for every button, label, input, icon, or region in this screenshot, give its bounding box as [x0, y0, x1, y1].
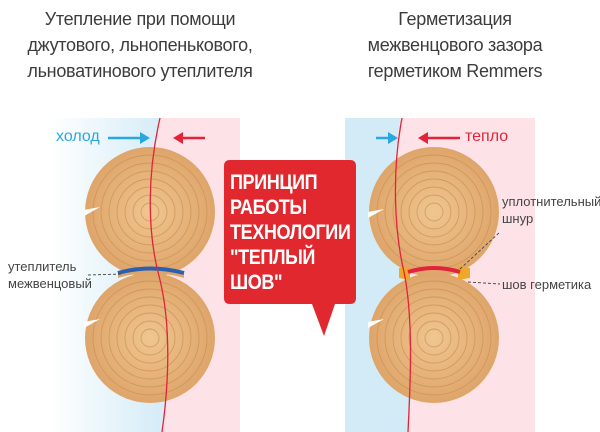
cord-annotation-leader [459, 231, 501, 270]
cord-annotation: уплотнительный шнур [502, 193, 600, 227]
left-log-top [84, 147, 215, 277]
left-title-line-1: Утепление при помощи [44, 9, 236, 29]
sealant-annotation-leader [467, 281, 501, 285]
bubble-line-5: ШОВ" [230, 271, 283, 294]
right-title-line-1: Герметизация [398, 9, 512, 29]
center-bubble [224, 160, 356, 336]
right-logs [368, 147, 499, 403]
sealing-cord [407, 266, 461, 274]
cold-label: холод [56, 128, 100, 145]
left-title-line-2: джутового, льнопенькового, [27, 35, 253, 55]
left-annotation-leader [87, 273, 123, 276]
bubble-line-1: ПРИНЦИП [230, 171, 318, 194]
right-log-bottom [368, 273, 499, 403]
right-warm-arrow [418, 132, 460, 144]
right-title-line-3: герметиком Remmers [367, 61, 543, 81]
left-annotation-line-1: утеплитель [8, 259, 77, 274]
sealant-right [458, 266, 470, 280]
cord-annotation-line-2: шнур [502, 211, 534, 226]
left-insulation [117, 266, 185, 275]
bubble-text: ПРИНЦИП РАБОТЫ ТЕХНОЛОГИИ "ТЕПЛЫЙ ШОВ" [230, 170, 351, 295]
right-log-top [368, 147, 499, 277]
left-title-line-3: льноватинового утеплителя [27, 61, 253, 81]
right-cold-arrow [376, 132, 398, 144]
left-annotation-line-2: межвенцовый [8, 276, 92, 291]
bubble-line-4: "ТЕПЛЫЙ [230, 246, 315, 269]
sealant-annotation: шов герметика [502, 277, 592, 292]
left-cold-arrow [108, 132, 150, 144]
cord-annotation-line-1: уплотнительный [502, 194, 600, 209]
bubble-line-3: ТЕХНОЛОГИИ [230, 221, 351, 244]
right-title-line-2: межвенцового зазора [367, 35, 543, 55]
right-title: Герметизация межвенцового зазора гермети… [310, 6, 600, 84]
left-heat-boundary [149, 117, 169, 432]
left-log-bottom [84, 273, 215, 403]
left-warm-arrow [173, 132, 205, 144]
right-heat-boundary [394, 117, 412, 432]
left-title: Утепление при помощи джутового, льнопень… [0, 6, 280, 84]
left-annotation: утеплитель межвенцовый [8, 258, 92, 292]
warm-label: тепло [465, 128, 509, 145]
bubble-line-2: РАБОТЫ [230, 196, 307, 219]
